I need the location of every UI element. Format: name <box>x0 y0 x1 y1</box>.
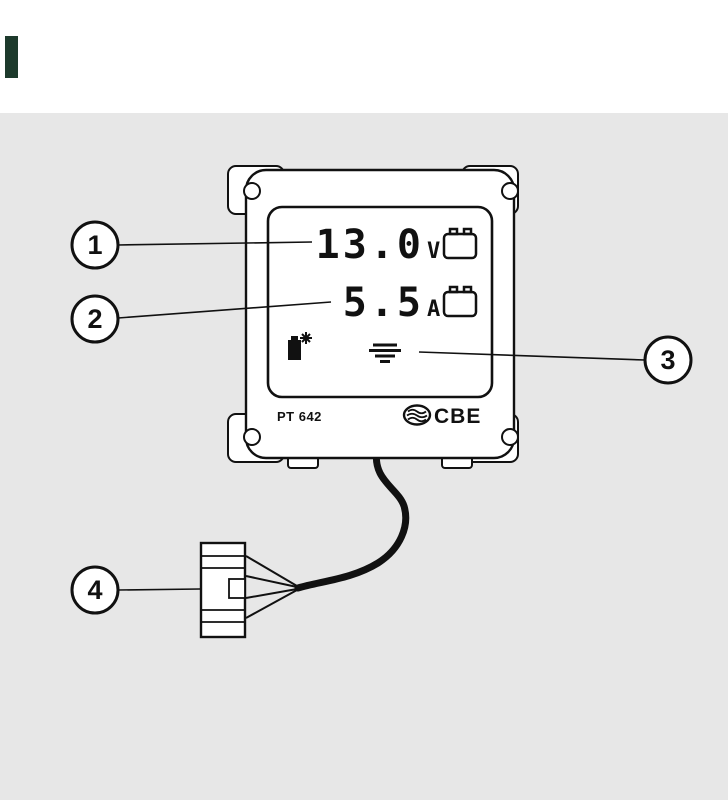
callout-number-4: 4 <box>87 575 102 605</box>
charge-level-bars-icon <box>369 343 401 363</box>
callout-number-1: 1 <box>87 230 102 260</box>
model-label: PT 642 <box>277 409 322 424</box>
battery-current-icon <box>442 285 478 318</box>
callout-circle-3 <box>643 335 693 385</box>
mounting-hole-top-right <box>501 182 519 200</box>
lcd-display <box>266 205 494 399</box>
leader-line-3 <box>418 351 646 361</box>
callout-circle-4 <box>70 565 120 615</box>
mounting-hole-bottom-left <box>243 428 261 446</box>
current-value: 5.5 <box>343 280 424 326</box>
solar-battery-icon <box>288 332 312 360</box>
leader-line-4 <box>117 588 201 591</box>
leader-line-1 <box>117 241 313 246</box>
brand-label: CBE <box>434 405 481 428</box>
battery-voltage-icon <box>442 227 478 260</box>
mounting-holes <box>243 182 519 446</box>
current-unit: A <box>427 297 440 322</box>
callout-number-2: 2 <box>87 304 102 334</box>
page-corner-mark <box>5 36 18 78</box>
voltage-unit: V <box>427 239 440 264</box>
callout-number-3: 3 <box>660 345 675 375</box>
leader-line-2 <box>117 301 332 319</box>
mounting-hole-bottom-right <box>501 428 519 446</box>
voltage-value: 13.0 <box>316 222 424 268</box>
connector-latch-window <box>228 578 246 599</box>
cbe-logo: CBE <box>402 404 481 428</box>
cbe-wave-oval-icon <box>402 404 432 426</box>
leader-lines <box>117 241 646 591</box>
callouts: 1 2 3 4 <box>70 220 693 615</box>
callout-circle-1 <box>70 220 120 270</box>
callout-circle-2 <box>70 294 120 344</box>
connector <box>199 541 298 639</box>
cbe-wave-lines-icon <box>406 408 428 423</box>
connection-cable <box>294 446 410 592</box>
connector-wires <box>245 555 298 619</box>
mounting-hole-top-left <box>243 182 261 200</box>
